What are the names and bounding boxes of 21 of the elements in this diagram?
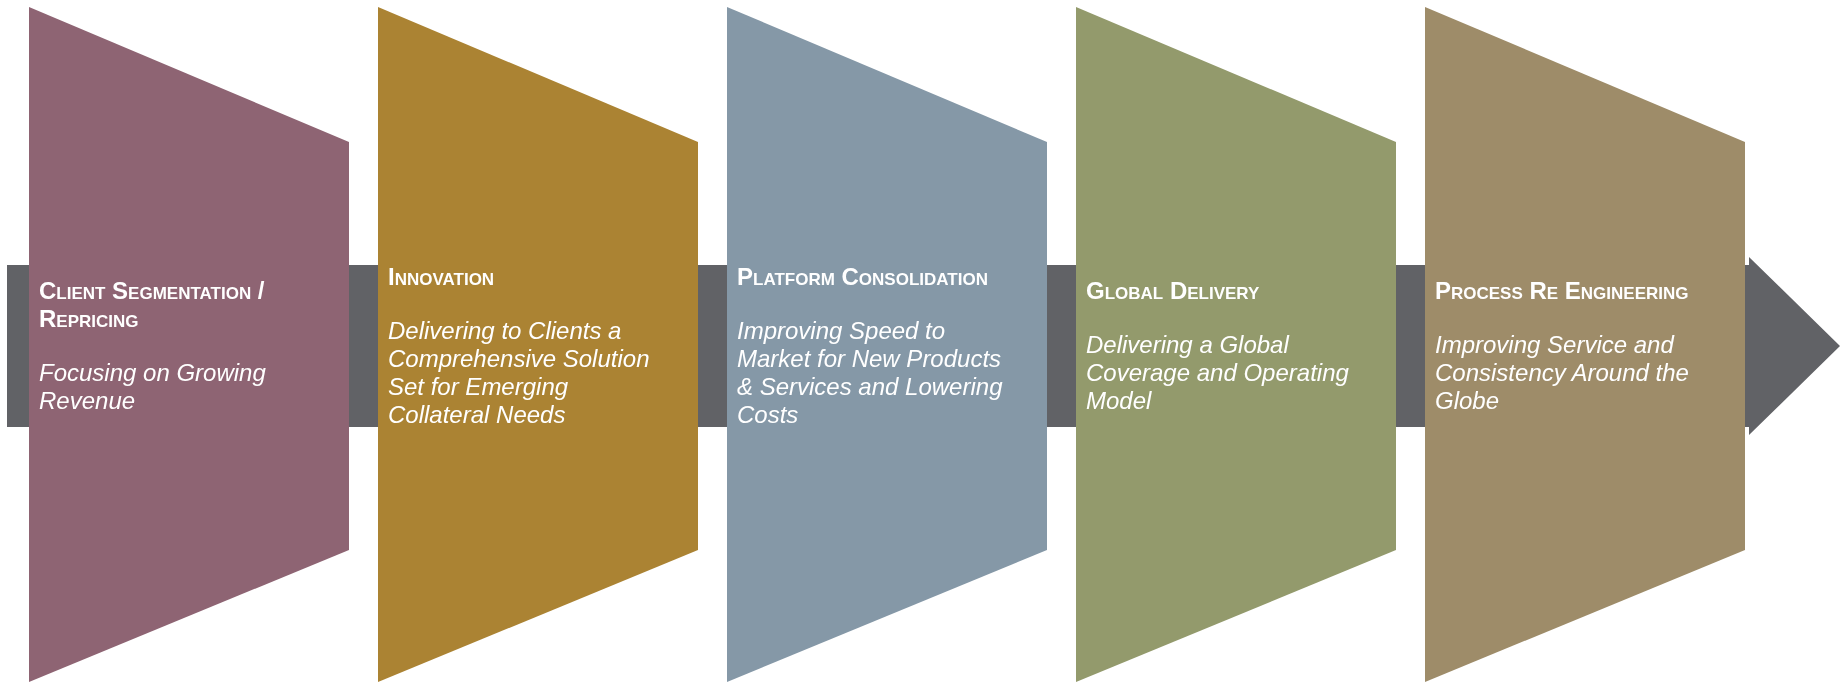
trapezoid-shape [29,7,349,682]
trapezoid-shape [1425,7,1745,682]
arrow [1745,257,1840,435]
trapezoid-shape [1076,7,1396,682]
stage-heading: Process Re Engineering [1435,277,1690,305]
stage-description: Delivering a Global Coverage and Operating Model [1086,331,1350,415]
connector-bar [349,265,378,427]
stage-heading: Platform Consolidation [737,263,989,291]
stage-heading: Global Delivery [1086,277,1261,305]
stage-description: Focusing on Growing Revenue [39,359,267,415]
connector-bar [1396,265,1425,427]
connector-bar [7,265,29,427]
trapezoid-shape [727,7,1047,682]
stage-description: Delivering to Clients a Comprehensive Solution Set for Emerging Collateral Needs [388,317,651,429]
stage-description: Improving Service and Consistency Around the Globe [1435,331,1690,415]
stage-heading: Client Segmentation / Repricing [39,277,266,333]
connector-bar [698,265,727,427]
stage-description: Improving Speed to Market for New Products & Services and Lowering Costs [737,317,1004,429]
connector-bar [1047,265,1076,427]
trapezoid-shape [378,7,698,682]
stage-heading: Innovation [388,263,496,291]
